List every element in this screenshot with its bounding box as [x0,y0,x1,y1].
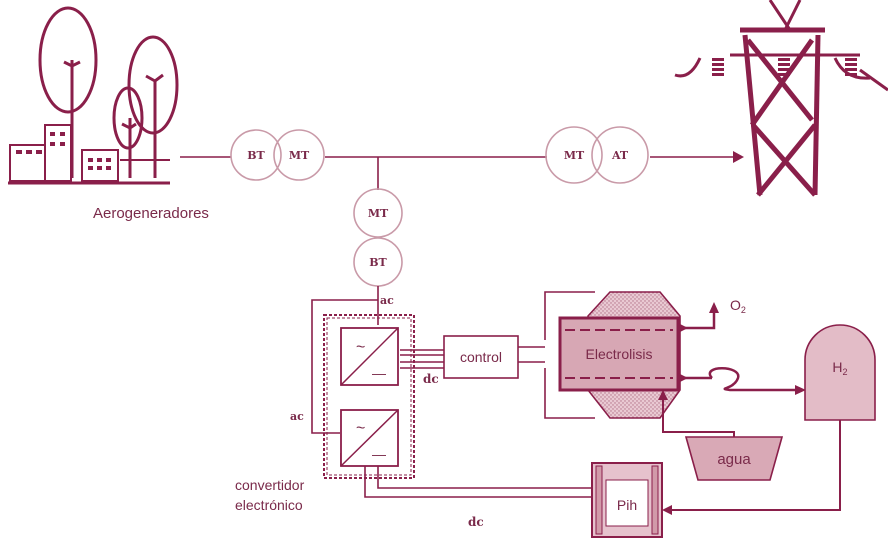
o2-output-line [678,312,716,330]
transformer-bt-mt [230,129,325,181]
agua-label: agua [717,451,751,468]
converter1-ac-symbol: ~ [356,339,365,356]
transformer-mt-at [545,126,649,184]
at-label: AT [611,149,629,162]
mt-label-1: MT [289,149,310,162]
electrolisis-label: Electrolisis [586,346,653,362]
ac-label-left: ac [290,410,304,423]
wind-farm-icon [8,6,179,185]
ac-label-top: ac [380,294,394,307]
bt-label-2: BT [369,256,387,269]
converter-enclosure [323,314,415,479]
agua-tank [684,436,784,481]
h2-tank [804,324,876,421]
aerogeneradores-label: Aerogeneradores [93,205,209,222]
h2-arrow-icon [795,385,806,395]
output-arrow-icon [733,151,744,163]
mt-label-3: MT [368,207,389,220]
insulator-icons [712,58,857,76]
converter2-ac-symbol: ~ [356,420,365,437]
pih-label: Pih [617,497,637,513]
control-label: control [460,349,502,365]
electrolyzer [558,291,681,419]
o2-arrow-icon [709,302,719,313]
h2-output-line [678,367,795,392]
converter1-dc-symbol: — [372,365,386,381]
control-box [443,335,519,379]
dc-ac-converter [340,409,399,467]
pih-unit [591,462,663,538]
dc-label-mid: dc [423,372,439,386]
converter2-dc-symbol: — [372,446,386,462]
convertidor-label-line1: convertidor [235,477,305,493]
h2-label: H2 [832,359,847,377]
power-tower-icon [674,0,888,197]
o2-label: O2 [730,297,746,315]
transformer-mt-bt-vertical [353,188,403,287]
dc-label-bottom: dc [468,515,484,529]
h2-to-pih-line [672,420,841,511]
agua-line [662,398,735,437]
ac-dc-converter [340,327,399,386]
mt-label-2: MT [564,149,585,162]
agua-arrow-icon [658,390,668,400]
bt-label-1: BT [247,149,265,162]
main-bus-line [180,156,735,190]
convertidor-label-line2: electrónico [235,497,303,513]
